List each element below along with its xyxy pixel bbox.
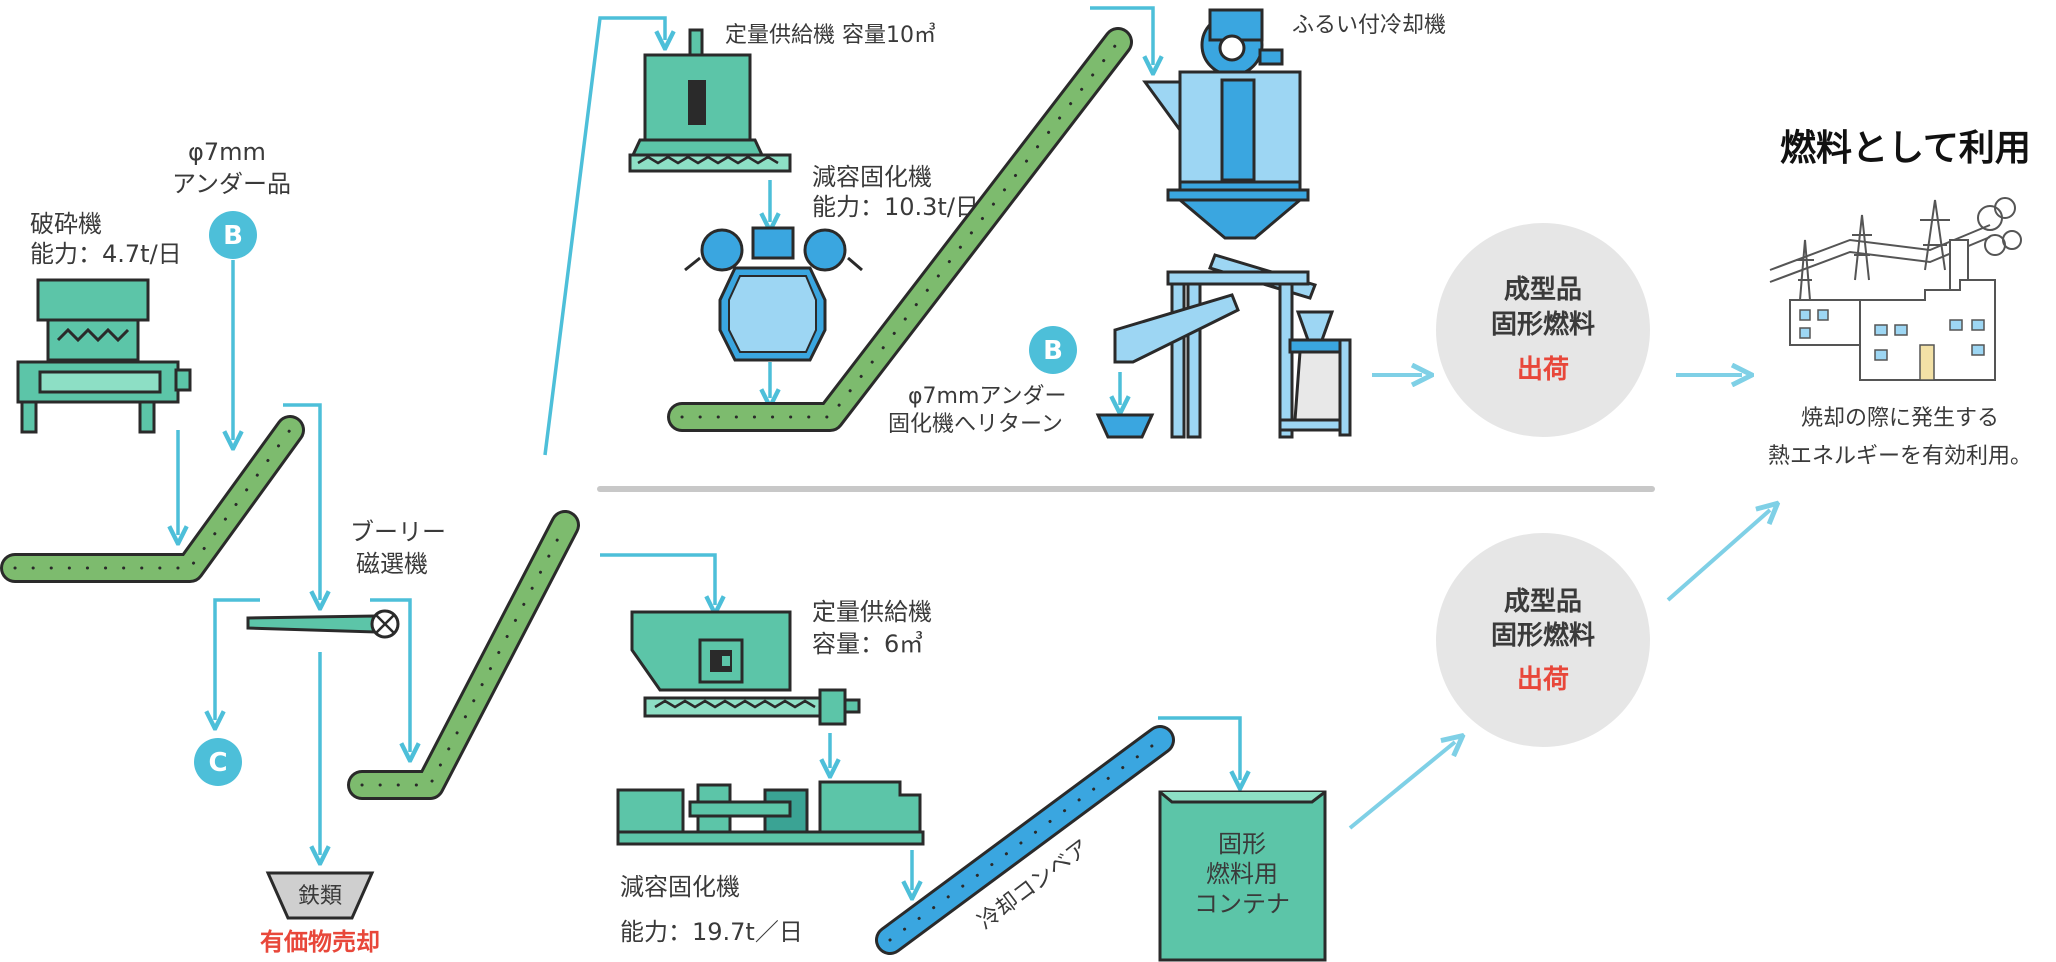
arrow-lower-to-use (1666, 510, 1770, 602)
return-label-line1: φ7mmアンダー (908, 384, 1067, 409)
return-label-line2: 固化機へリターン (888, 412, 1063, 437)
arrow-to-upper-line (543, 16, 665, 456)
power-plant-windows (1799, 309, 1985, 381)
container-line3: コンテナ (1194, 890, 1290, 918)
lower-product-line1: 成型品 (1504, 587, 1582, 617)
magnet-label-line2: 磁選機 (356, 550, 428, 578)
fuel-use-desc-line1: 焼却の際に発生する (1801, 406, 1999, 431)
upper-product-line2: 固形燃料 (1491, 310, 1595, 340)
arrow-to-container (1158, 716, 1240, 780)
cooler-label: ふるい付冷却機 (1292, 13, 1446, 38)
iron-bin (265, 871, 375, 920)
upper-product-line1: 成型品 (1504, 275, 1582, 305)
badge-c-text: C (208, 748, 227, 778)
magnet-label-line1: ブーリー (350, 518, 446, 546)
arrow-to-cooler (1090, 6, 1153, 65)
return-bin (1095, 413, 1155, 439)
lower-solidifier-name: 減容固化機 (620, 873, 740, 901)
lower-product-line2: 固形燃料 (1491, 621, 1595, 651)
conveyor-upper (667, 27, 1133, 432)
conveyor-left (0, 415, 305, 583)
solidifier-upper (684, 226, 863, 362)
badge-b-upper-text: B (1043, 336, 1063, 366)
arrow-to-lower-line (600, 553, 715, 605)
badge-b-left-text: B (223, 221, 243, 251)
power-plant-illustration (1769, 197, 2022, 381)
lower-feeder-line2: 容量：6㎥ (812, 630, 923, 658)
arrow-to-c (215, 598, 260, 720)
upper-solidifier-name: 減容固化機 (812, 163, 932, 191)
badge-c (194, 738, 242, 786)
conveyor-center (347, 510, 580, 800)
arrow-to-center-conveyor (370, 598, 410, 752)
under-size-label: φ7mm (188, 138, 266, 166)
upper-feeder-label: 定量供給機 容量10㎥ (725, 22, 936, 48)
lower-product-ship: 出荷 (1517, 665, 1569, 695)
fuel-container (1158, 790, 1327, 962)
fuel-use-title: 燃料として利用 (1780, 128, 2031, 169)
lower-solidifier-capacity: 能力：19.7t／日 (620, 918, 803, 946)
solidifier-lower (616, 780, 925, 846)
pulley-magnet-separator (246, 609, 400, 639)
container-line1: 固形 (1218, 830, 1266, 858)
badge-b-left (209, 211, 257, 259)
cooling-conveyor (875, 725, 1175, 955)
under-product-label: アンダー品 (172, 170, 291, 198)
container-line2: 燃料用 (1206, 860, 1278, 888)
crusher-name: 破砕機 (30, 210, 102, 238)
crusher-machine (16, 278, 192, 434)
fuel-use-desc-line2: 熱エネルギーを有効利用。 (1768, 444, 2032, 469)
iron-sale-label: 有価物売却 (260, 928, 380, 956)
product-circle-upper (1436, 223, 1650, 437)
lower-feeder-line1: 定量供給機 (812, 598, 932, 626)
badge-b-upper (1029, 326, 1077, 374)
feeder-6m3 (630, 610, 861, 726)
iron-label: 鉄類 (298, 884, 342, 909)
arrow-container-to-product (1348, 742, 1455, 830)
arrow-to-magnet (283, 403, 320, 600)
product-circle-lower (1436, 533, 1650, 747)
upper-solidifier-capacity: 能力：10.3t/日 (812, 193, 979, 221)
feeder-10m3 (628, 28, 792, 173)
sieve-cooler (1113, 8, 1352, 439)
upper-product-ship: 出荷 (1517, 355, 1569, 385)
crusher-capacity: 能力：4.7t/日 (30, 240, 182, 268)
